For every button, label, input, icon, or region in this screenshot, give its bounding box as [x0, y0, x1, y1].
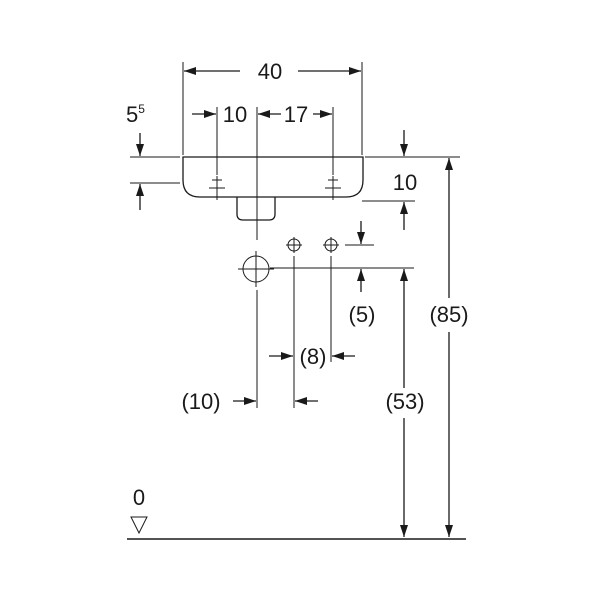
supply-spacing-label: (8): [300, 344, 327, 369]
dimension-waste-height: (53): [385, 269, 425, 537]
tap-hole-right: [325, 176, 341, 200]
basin-depth-label: 10: [393, 170, 417, 195]
basin-outline: [182, 156, 364, 221]
supply-connection-right-icon: [323, 237, 339, 253]
dimension-waste-offset: (10): [181, 389, 318, 414]
extension-lines: [130, 62, 460, 408]
dimension-top-offset: 55: [126, 102, 145, 210]
floor-reference: 0: [127, 485, 466, 540]
waste-offset-label: (10): [181, 389, 220, 414]
floor-level-label: 0: [133, 485, 145, 510]
waste-height-label: (53): [385, 389, 424, 414]
tap-right-offset-label: 17: [284, 102, 308, 127]
overall-width-label: 40: [258, 59, 282, 84]
tap-left-offset-label: 10: [223, 102, 247, 127]
dimension-supply-offset: (5): [349, 221, 376, 327]
dimension-overall-width: 40: [184, 59, 361, 84]
supply-connection-left-icon: [286, 237, 302, 253]
level-triangle-icon: [130, 516, 148, 535]
supply-offset-label: (5): [349, 302, 376, 327]
dimension-tap-spacing: 10 17: [192, 102, 332, 127]
top-offset-label: 55: [126, 102, 145, 127]
waste-connection-icon: [238, 251, 274, 287]
dimension-total-height: (85): [429, 158, 469, 537]
total-height-label: (85): [429, 302, 468, 327]
dimension-basin-depth: 10: [393, 130, 417, 230]
dimension-supply-spacing: (8): [269, 344, 355, 369]
tap-hole-left: [209, 176, 225, 200]
